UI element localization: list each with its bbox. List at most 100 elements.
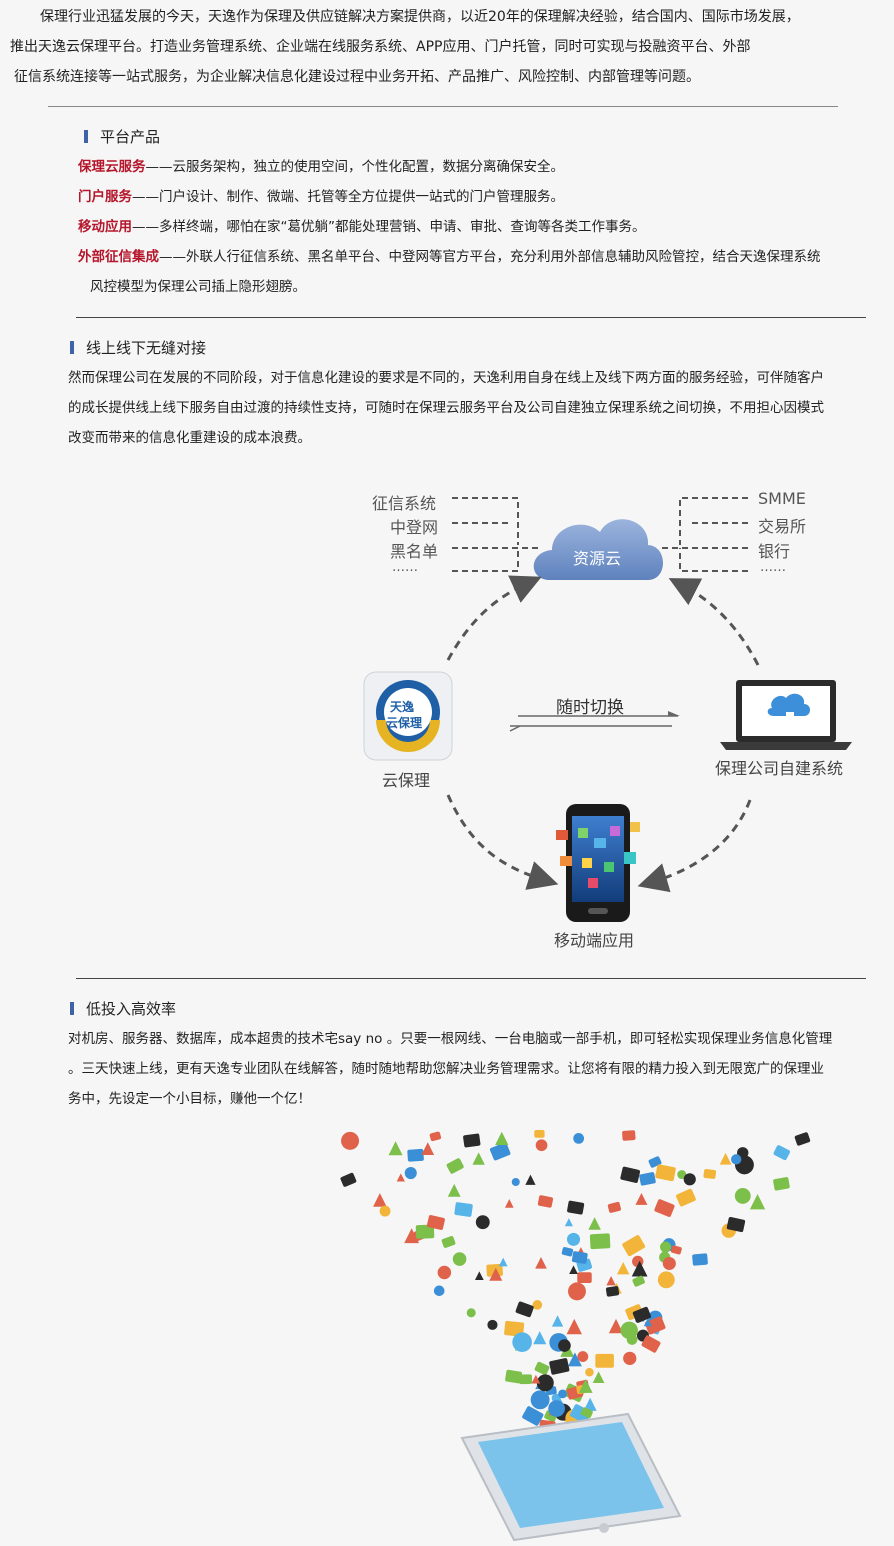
funnel-icon bbox=[580, 1407, 593, 1419]
funnel-icon bbox=[498, 1257, 508, 1267]
funnel-icon bbox=[644, 1316, 666, 1335]
funnel-icon bbox=[429, 1131, 442, 1142]
funnel-icon bbox=[396, 1173, 405, 1182]
source-label-right: …… bbox=[760, 560, 786, 575]
funnel-icon bbox=[504, 1199, 514, 1208]
funnel-icon bbox=[489, 1142, 511, 1161]
funnel-icon bbox=[561, 1247, 574, 1257]
cloud-icon bbox=[533, 519, 663, 580]
funnel-icon bbox=[340, 1172, 357, 1187]
funnel-icon bbox=[533, 1331, 547, 1345]
efficiency-line: 对机房、服务器、数据库，成本超贵的技术宅say no 。只要一根网线、一台电脑或… bbox=[68, 1031, 833, 1047]
funnel-icon bbox=[632, 1275, 645, 1287]
funnel-icon bbox=[472, 1152, 485, 1165]
funnel-icon bbox=[632, 1306, 652, 1323]
funnel-icon bbox=[341, 1131, 360, 1150]
product-desc: ——外联人行征信系统、黑名单平台、中登网等官方平台，充分利用外部信息辅助风险管控… bbox=[159, 249, 821, 265]
section-bar-icon bbox=[70, 1002, 74, 1015]
funnel-icon bbox=[662, 1257, 676, 1271]
funnel-icon bbox=[626, 1334, 638, 1345]
switch-diagram bbox=[363, 497, 852, 922]
section-title-efficiency: 低投入高效率 bbox=[70, 998, 176, 1019]
divider bbox=[76, 978, 866, 979]
funnel-icon bbox=[660, 1241, 672, 1253]
funnel-icon bbox=[379, 1205, 391, 1217]
funnel-icon bbox=[635, 1192, 648, 1205]
divider bbox=[76, 317, 866, 318]
funnel-icon bbox=[595, 1353, 614, 1368]
funnel-icon bbox=[670, 1245, 682, 1255]
funnel-icon bbox=[535, 1257, 547, 1269]
funnel-icon bbox=[588, 1217, 601, 1230]
funnel-icon bbox=[487, 1319, 498, 1330]
funnel-icon bbox=[548, 1400, 565, 1417]
product-item: 保理云服务——云服务架构，独立的使用空间，个性化配置，数据分离确保安全。 bbox=[78, 152, 564, 182]
funnel-icon bbox=[512, 1332, 532, 1352]
app-badge-top: 天逸 bbox=[390, 700, 415, 714]
section-title-platform: 平台产品 bbox=[84, 126, 160, 147]
right-connectors bbox=[660, 497, 748, 572]
online-line: 改变而带来的信息化重建设的成本浪费。 bbox=[68, 430, 311, 446]
funnel-icon bbox=[404, 1167, 417, 1180]
mobile-phone-icon bbox=[556, 804, 640, 922]
funnel-icon bbox=[489, 1267, 503, 1281]
cycle-arrows bbox=[446, 575, 760, 893]
funnel-icon bbox=[522, 1406, 544, 1426]
product-continuation: 风控模型为保理公司插上隐形翅膀。 bbox=[90, 279, 306, 295]
source-label-left: 黑名单 bbox=[390, 542, 439, 561]
funnel-icon bbox=[703, 1168, 717, 1179]
funnel-icon bbox=[463, 1133, 481, 1148]
funnel-icon bbox=[505, 1369, 523, 1384]
funnel-icon bbox=[466, 1308, 476, 1318]
funnel-icon bbox=[426, 1215, 445, 1230]
funnel-icon bbox=[577, 1351, 589, 1362]
product-desc: ——多样终端，哪怕在家“葛优躺”都能处理营销、申请、审批、查询等各类工作事务。 bbox=[132, 219, 646, 235]
intro-line: 保理行业迅猛发展的今天，天逸作为保理及供应链解决方案提供商，以近20年的保理解决… bbox=[40, 9, 800, 25]
funnel-icon bbox=[388, 1141, 403, 1156]
funnel-icon bbox=[617, 1261, 630, 1275]
source-label-right: 银行 bbox=[758, 542, 791, 561]
self-system-label: 保理公司自建系统 bbox=[715, 759, 844, 778]
funnel-icon bbox=[515, 1301, 534, 1318]
funnel-icon bbox=[683, 1173, 696, 1186]
funnel-icon bbox=[620, 1166, 641, 1183]
funnel-icon bbox=[474, 1271, 484, 1281]
funnel-icon bbox=[606, 1276, 616, 1286]
cloud-factoring-app-icon bbox=[363, 671, 453, 761]
funnel-icon bbox=[531, 1374, 541, 1384]
laptop-icon bbox=[720, 680, 852, 750]
funnel-icon bbox=[452, 1252, 467, 1266]
funnel-icon bbox=[551, 1393, 561, 1403]
funnel-icon bbox=[551, 1315, 564, 1327]
funnel-icon bbox=[657, 1271, 675, 1289]
mobile-label: 移动端应用 bbox=[554, 931, 635, 950]
funnel-icon bbox=[639, 1172, 656, 1186]
section-title-text: 平台产品 bbox=[100, 128, 161, 146]
tablet-icon bbox=[460, 1412, 682, 1542]
funnel-icon bbox=[585, 1367, 594, 1377]
funnel-icon bbox=[573, 1133, 585, 1144]
funnel-icon bbox=[567, 1200, 585, 1215]
funnel-icon bbox=[415, 1224, 435, 1239]
funnel-icon bbox=[577, 1272, 592, 1284]
product-keyword: 保理云服务 bbox=[78, 159, 146, 175]
product-item: 移动应用——多样终端，哪怕在家“葛优躺”都能处理营销、申请、审批、查询等各类工作… bbox=[78, 212, 646, 242]
funnel-icon bbox=[623, 1351, 637, 1365]
funnel-icon bbox=[749, 1194, 766, 1210]
product-item: 门户服务——门户设计、制作、微端、托管等全方位提供一站式的门户管理服务。 bbox=[78, 182, 564, 212]
section-bar-icon bbox=[84, 130, 88, 143]
funnel-icon bbox=[655, 1164, 676, 1182]
funnel-icon bbox=[622, 1235, 646, 1257]
online-line: 然而保理公司在发展的不同阶段，对于信息化建设的要求是不同的，天逸利用自身在线上及… bbox=[68, 370, 824, 386]
left-connectors bbox=[452, 497, 540, 572]
funnel-icon bbox=[558, 1339, 571, 1352]
funnel-icon bbox=[566, 1232, 581, 1246]
funnel-icon bbox=[558, 1389, 567, 1399]
funnel-icon bbox=[446, 1158, 464, 1174]
funnel-icon bbox=[692, 1253, 708, 1266]
switch-arrows bbox=[509, 711, 680, 732]
efficiency-line: 。三天快速上线，更有天逸专业团队在线解答，随时随地帮助您解决业务管理需求。让您将… bbox=[68, 1061, 824, 1077]
source-label-left: 征信系统 bbox=[372, 494, 437, 513]
funnel-icon bbox=[571, 1251, 588, 1264]
funnel-icon bbox=[731, 1154, 742, 1165]
